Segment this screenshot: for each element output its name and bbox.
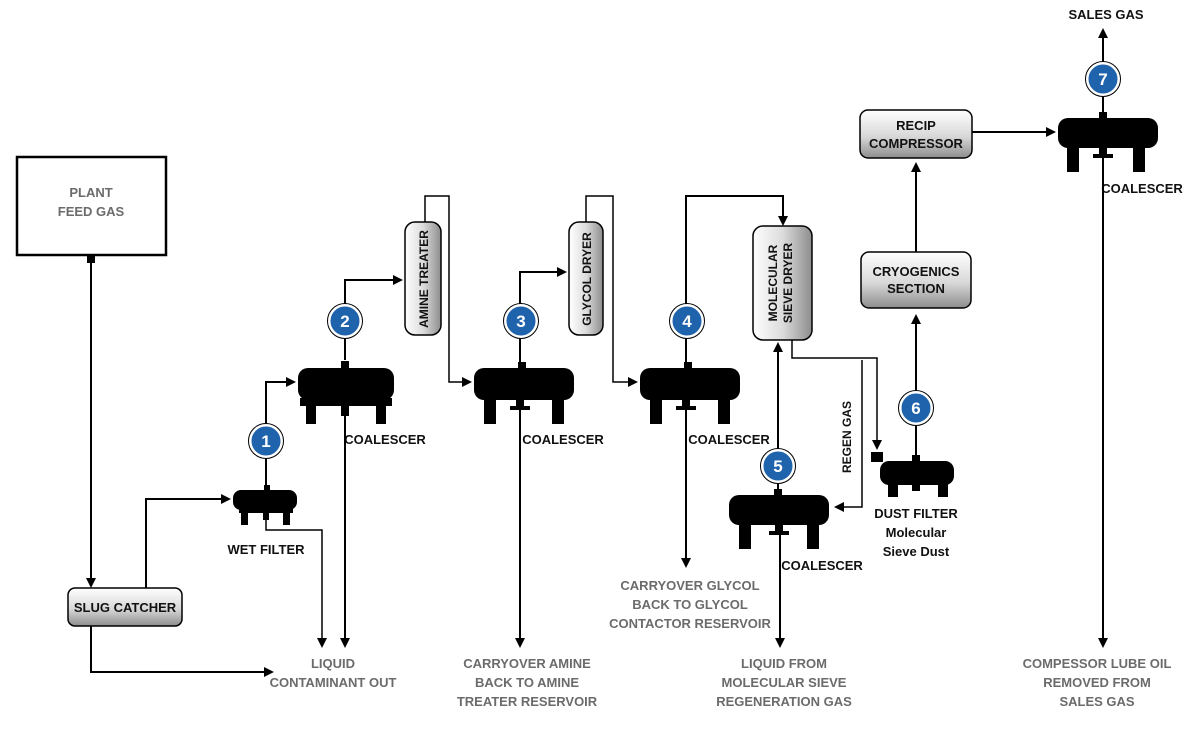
plant-feed-label-2: FEED GAS	[58, 204, 125, 219]
lube-oil-label-2: REMOVED FROM	[1043, 675, 1151, 690]
lube-oil-label-3: SALES GAS	[1059, 694, 1134, 709]
svg-text:6: 6	[911, 399, 920, 418]
amine-carryover-label-2: BACK TO AMINE	[475, 675, 579, 690]
sales-gas-label: SALES GAS	[1068, 7, 1143, 22]
svg-text:3: 3	[516, 312, 525, 331]
molsieve-liquid-label-1: LIQUID FROM	[741, 656, 827, 671]
coalescer-2-label: COALESCER	[344, 432, 426, 447]
dust-filter-label-2: Molecular	[886, 525, 947, 540]
coalescer-5-label: COALESCER	[781, 558, 863, 573]
slug-to-liquid-line	[90, 626, 274, 677]
slug-catcher-box: SLUG CATCHER	[67, 587, 183, 627]
svg-text:1: 1	[261, 432, 270, 451]
amine-treater-column: AMINE TREATER	[404, 221, 442, 336]
amine-to-coalescer3-line	[424, 195, 472, 387]
regen-gas-line	[834, 360, 863, 512]
svg-text:2: 2	[340, 312, 349, 331]
amine-treater-label: AMINE TREATER	[417, 230, 431, 328]
glycol-to-coalescer4-line	[585, 195, 638, 387]
recip-compressor-box: RECIP COMPRESSOR	[859, 109, 973, 159]
svg-text:5: 5	[773, 457, 782, 476]
coalescer-4-vessel	[640, 362, 740, 424]
mol-sieve-label-2: SIEVE DRYER	[781, 243, 795, 324]
cryogenics-label-2: SECTION	[887, 281, 945, 296]
cryogenics-label-1: CRYOGENICS	[873, 264, 960, 279]
glycol-carryover-label-3: CONTACTOR RESERVOIR	[609, 616, 771, 631]
liquid-contaminant-label-2: CONTAMINANT OUT	[270, 675, 397, 690]
coalescer-3-label: COALESCER	[522, 432, 604, 447]
coalescer4-to-molsieve-line	[685, 195, 788, 362]
svg-text:7: 7	[1098, 70, 1107, 89]
coalescer-5-vessel	[729, 489, 829, 549]
svg-text:4: 4	[682, 312, 692, 331]
slug-catcher-label: SLUG CATCHER	[74, 600, 177, 615]
recip-label-2: COMPRESSOR	[869, 136, 964, 151]
plant-feed-label-1: PLANT	[69, 185, 112, 200]
badge-2: 2	[327, 303, 363, 339]
dust-filter-label-1: DUST FILTER	[874, 506, 958, 521]
regen-gas-label: REGEN GAS	[840, 401, 854, 473]
lube-oil-label-1: COMPESSOR LUBE OIL	[1023, 656, 1172, 671]
liquid-contaminant-label-1: LIQUID	[311, 656, 355, 671]
molsieve-liquid-label-2: MOLECULAR SIEVE	[722, 675, 847, 690]
glycol-carryover-label-2: BACK TO GLYCOL	[632, 597, 748, 612]
badge-3: 3	[503, 303, 539, 339]
coalescer-7-label: COALESCER	[1101, 181, 1183, 196]
wetfilter-drain-line	[265, 520, 327, 648]
badge-7: 7	[1085, 61, 1121, 97]
slug-to-wetfilter-line	[145, 494, 231, 588]
coalescer-4-label: COALESCER	[688, 432, 770, 447]
wet-filter-label: WET FILTER	[227, 542, 305, 557]
coalescer-7-vessel	[1058, 112, 1158, 172]
amine-carryover-label-3: TREATER RESERVOIR	[457, 694, 598, 709]
molsieve-to-dustfilter-line	[791, 340, 882, 450]
coalescer-2-vessel	[298, 361, 394, 424]
mol-sieve-label-1: MOLECULAR	[766, 244, 780, 321]
molsieve-liquid-label-3: REGENERATION GAS	[716, 694, 852, 709]
badge-5: 5	[760, 448, 796, 484]
coalescer-3-vessel	[474, 362, 574, 424]
cryogenics-section-box: CRYOGENICS SECTION	[860, 251, 972, 309]
glycol-dryer-column: GLYCOL DRYER	[568, 221, 604, 336]
dust-filter-label-3: Sieve Dust	[883, 544, 950, 559]
wet-filter-vessel	[233, 485, 297, 525]
amine-carryover-label-1: CARRYOVER AMINE	[463, 656, 591, 671]
badge-1: 1	[248, 423, 284, 459]
glycol-dryer-label: GLYCOL DRYER	[580, 232, 594, 326]
badge-4: 4	[669, 303, 705, 339]
mol-sieve-dryer-column: MOLECULAR SIEVE DRYER	[752, 225, 813, 341]
badge-6: 6	[898, 390, 934, 426]
dust-filter-vessel	[871, 452, 954, 497]
recip-label-1: RECIP	[896, 118, 936, 133]
glycol-carryover-label-1: CARRYOVER GLYCOL	[620, 578, 759, 593]
plant-feed-gas-box: PLANT FEED GAS	[15, 155, 168, 263]
